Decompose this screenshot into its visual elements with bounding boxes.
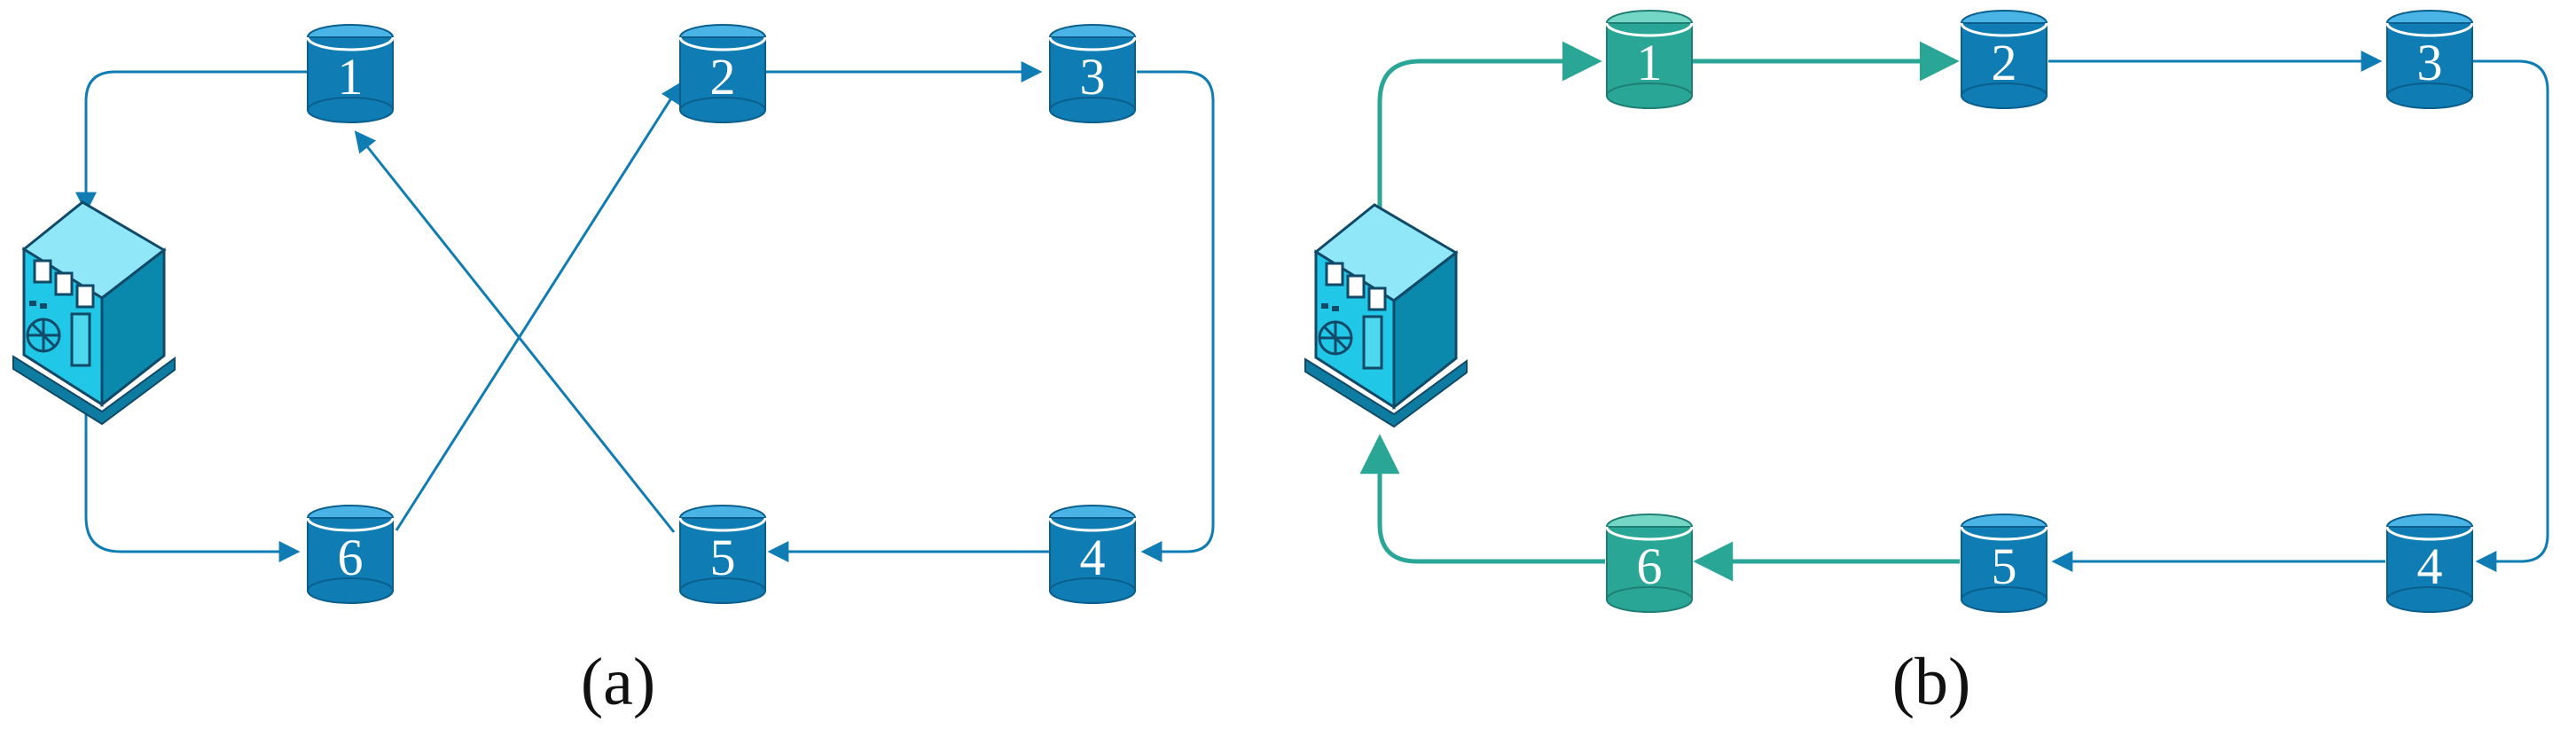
node-3: 3 — [1048, 24, 1137, 123]
arrow-server-to-node6-a — [84, 401, 301, 562]
node-label: 2 — [1992, 34, 2017, 91]
panel-b: 1 2 3 4 — [1304, 10, 2549, 719]
node-label: 1 — [1637, 34, 1663, 91]
arrow-node1-to-server-a — [75, 70, 315, 214]
arrow-node3-to-node4-a — [1137, 70, 1215, 562]
arrow-server-to-node1-b — [1377, 41, 1602, 224]
node-2: 2 — [1960, 10, 2048, 109]
node-6: 6 — [306, 505, 395, 604]
panel-label-a: (a) — [581, 645, 655, 719]
arrow-node6-to-node2-a — [395, 81, 682, 531]
panel-label-b: (b) — [1892, 645, 1971, 719]
node-5: 5 — [678, 505, 767, 604]
arrow-node6-to-server-b — [1359, 434, 1605, 564]
node-label: 4 — [2417, 537, 2443, 595]
node-3: 3 — [2385, 10, 2474, 109]
node-label: 5 — [710, 529, 736, 586]
node-4: 4 — [2385, 514, 2474, 613]
node-1: 1 — [1605, 10, 1694, 109]
node-1: 1 — [306, 24, 395, 123]
node-label: 4 — [1080, 529, 1106, 586]
server-icon — [12, 200, 176, 426]
panel-a: 1 2 3 4 — [12, 24, 1215, 719]
node-label: 5 — [1992, 537, 2017, 595]
node-4: 4 — [1048, 505, 1137, 604]
arrow-node3-to-node4-b — [2472, 59, 2549, 572]
node-label: 3 — [2417, 34, 2443, 91]
node-label: 6 — [1637, 537, 1663, 595]
node-2: 2 — [678, 24, 767, 123]
node-label: 2 — [710, 48, 736, 106]
node-label: 6 — [338, 529, 364, 586]
node-6: 6 — [1605, 514, 1694, 613]
server-icon — [1304, 203, 1468, 428]
arrow-node5-to-node1-a — [354, 130, 676, 533]
node-label: 1 — [338, 48, 364, 106]
node-5: 5 — [1960, 514, 2048, 613]
node-label: 3 — [1080, 48, 1106, 106]
